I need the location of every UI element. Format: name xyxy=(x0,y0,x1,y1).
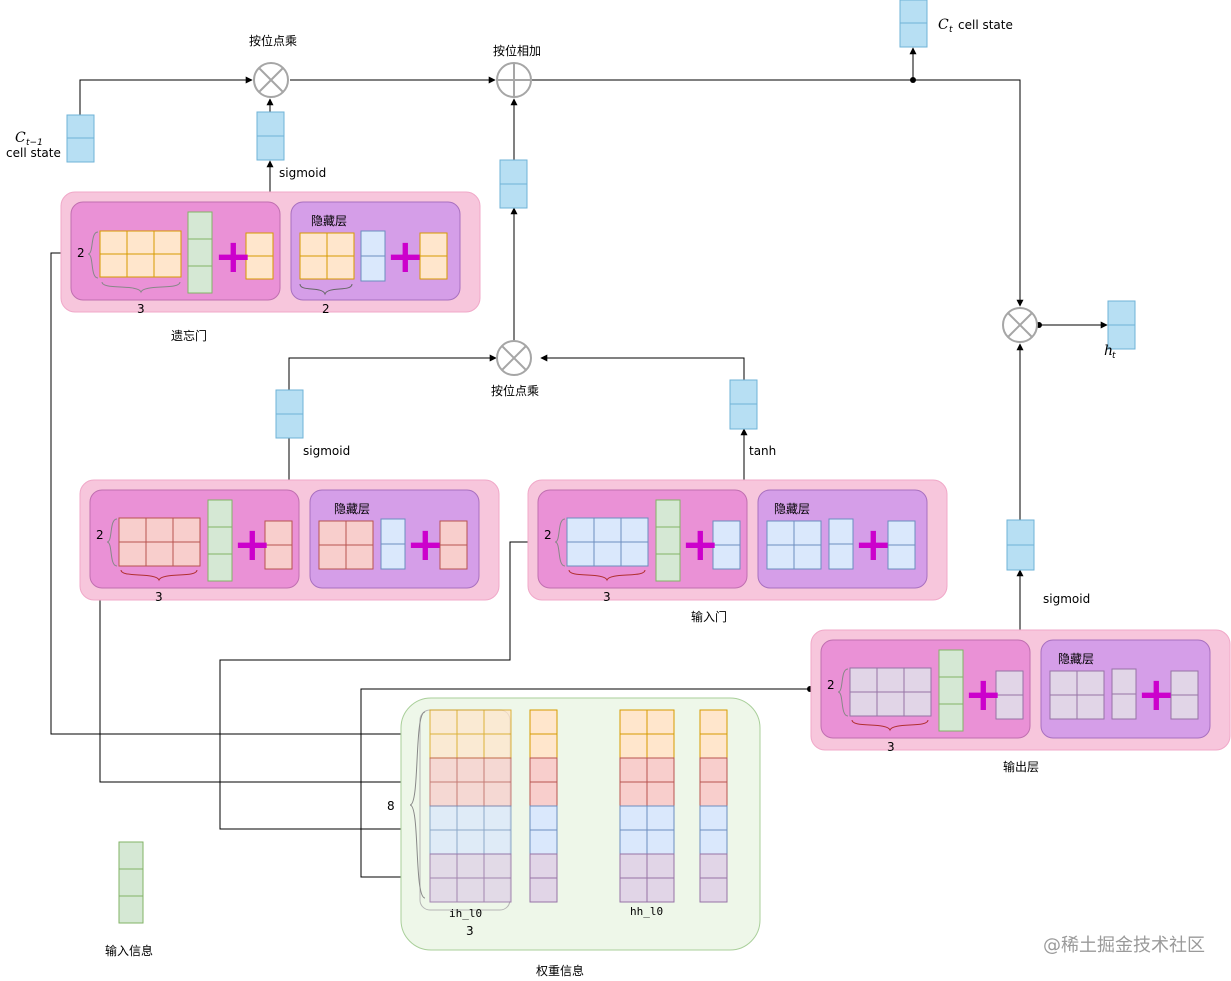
multiply-op-output xyxy=(1002,307,1038,343)
input-label: 输入信息 xyxy=(105,943,153,958)
tanh-weights-line xyxy=(219,541,567,833)
add-top-label: 按位相加 xyxy=(493,43,541,58)
weights-cols: 3 xyxy=(466,924,474,938)
ct1-line xyxy=(79,76,253,115)
output-cols: 3 xyxy=(887,740,895,754)
connectors xyxy=(50,47,1108,881)
state-vectors xyxy=(66,0,1136,571)
forget-gate-name: 遗忘门 xyxy=(171,328,207,343)
svg-text:+: + xyxy=(233,517,272,571)
svg-text:+: + xyxy=(854,517,893,571)
sigmoid-input-label: sigmoid xyxy=(303,444,350,458)
svg-text:+: + xyxy=(1137,667,1176,721)
input-sigmoid-hidden-label: 隐藏层 xyxy=(334,502,370,516)
sigmoid-forget-label: sigmoid xyxy=(279,166,326,180)
input-sigmoid-cols: 3 xyxy=(155,590,163,604)
svg-text:+: + xyxy=(406,517,445,571)
input-tanh-gate: + + 2 3 隐藏层 输入门 xyxy=(527,479,948,624)
input-sigmoid-gate: + + 2 3 隐藏层 xyxy=(79,479,500,604)
forget-hidden-label: 隐藏层 xyxy=(311,214,347,228)
ht-symbol: h xyxy=(1104,343,1113,359)
multiply-op-mid xyxy=(496,340,532,376)
multiply-op-top xyxy=(253,62,289,98)
input-tanh-cols: 3 xyxy=(603,590,611,604)
ht-sub: t xyxy=(1112,351,1116,361)
forget-hidden-cols: 2 xyxy=(322,302,330,316)
output-rows: 2 xyxy=(827,678,835,692)
svg-text:+: + xyxy=(681,517,720,571)
svg-text:+: + xyxy=(386,229,425,283)
ct-text: cell state xyxy=(958,18,1013,32)
svg-text:+: + xyxy=(214,229,253,283)
ct1-text: cell state xyxy=(6,146,61,160)
input-vector xyxy=(118,841,144,924)
add-to-right-line xyxy=(532,79,1024,307)
hh-label: hh_l0 xyxy=(630,905,663,918)
output-hidden-label: 隐藏层 xyxy=(1058,652,1094,666)
output-gate-name: 输出层 xyxy=(1003,759,1039,774)
weights-panel: 8 ih_l0 3 hh_l0 权重信息 xyxy=(387,697,761,978)
add-op xyxy=(496,62,532,98)
forget-cols: 3 xyxy=(137,302,145,316)
mult-mid-label: 按位点乘 xyxy=(491,383,539,398)
input-tanh-rows: 2 xyxy=(544,528,552,542)
ih-label: ih_l0 xyxy=(449,907,482,920)
weights-rows: 8 xyxy=(387,799,395,813)
ct-symbol: C xyxy=(938,17,949,33)
tanh-label: tanh xyxy=(749,444,776,458)
ct1-symbol: C xyxy=(15,130,26,146)
svg-text:+: + xyxy=(964,667,1003,721)
forget-rows: 2 xyxy=(77,246,85,260)
weights-title: 权重信息 xyxy=(536,963,584,978)
sigmoid-output-label: sigmoid xyxy=(1043,592,1090,606)
output-gate: + + 2 3 隐藏层 输出层 xyxy=(810,629,1231,774)
input-tanh-hidden-label: 隐藏层 xyxy=(774,502,810,516)
forget-gate: + + 2 3 2 隐藏层 遗忘门 xyxy=(60,191,481,343)
ct-sub: t xyxy=(949,25,953,35)
ct1-sub: t−1 xyxy=(26,138,43,148)
tanh-top-line xyxy=(540,354,745,380)
output-weights-line xyxy=(360,688,810,881)
input-gate-name: 输入门 xyxy=(691,609,727,624)
input-sigmoid-top-line xyxy=(288,354,497,390)
input-sigmoid-rows: 2 xyxy=(96,528,104,542)
mult-top-label: 按位点乘 xyxy=(249,33,297,48)
watermark: @稀土掘金技术社区 xyxy=(1043,935,1205,956)
